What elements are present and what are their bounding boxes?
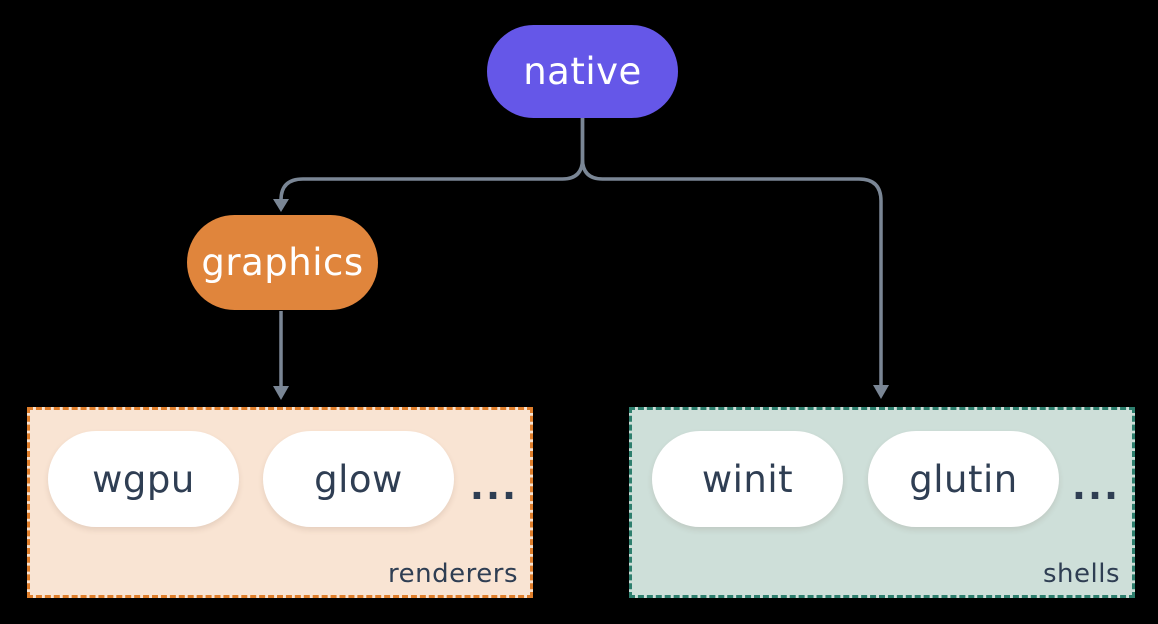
node-graphics-label: graphics [201,241,364,284]
node-winit-label: winit [701,457,794,501]
node-native: native [487,25,678,118]
shells-group-label: shells [1042,559,1120,589]
node-wgpu-label: wgpu [92,457,195,501]
arrowhead-to-renderers [273,386,289,400]
node-graphics: graphics [187,215,378,310]
connector-native-to-graphics [279,118,585,201]
node-winit: winit [652,431,843,527]
renderers-group-label: renderers [388,559,518,589]
node-native-label: native [523,50,642,93]
node-glow: glow [263,431,454,527]
arrowhead-to-shells [873,385,889,399]
node-glow-label: glow [314,457,403,501]
shells-ellipsis: ... [1071,464,1121,508]
renderers-ellipsis: ... [469,464,519,508]
node-wgpu: wgpu [48,431,239,527]
arrowhead-to-graphics [273,199,289,212]
group-shells: winit glutin ... shells [629,407,1135,598]
node-glutin: glutin [868,431,1059,527]
node-glutin-label: glutin [909,457,1018,501]
group-renderers: wgpu glow ... renderers [27,407,533,598]
connector-native-to-shells [580,118,883,386]
